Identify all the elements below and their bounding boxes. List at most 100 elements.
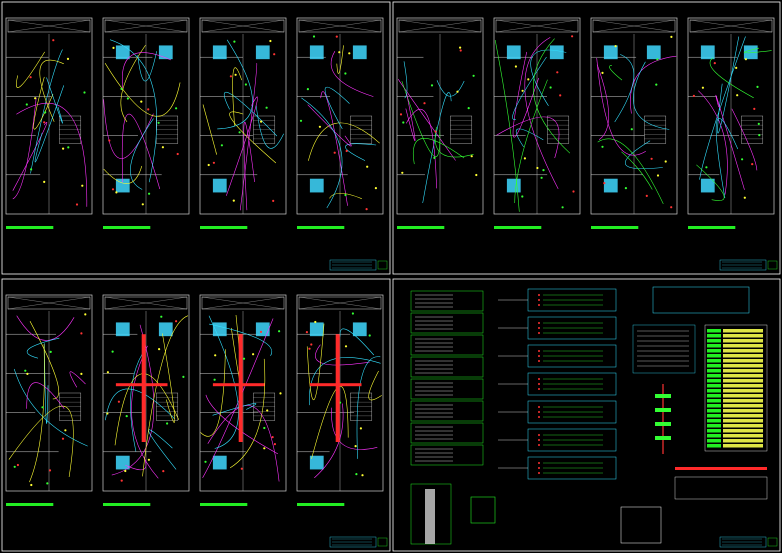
room-fill	[603, 178, 618, 193]
fixture-icon	[401, 171, 404, 174]
breaker-icon	[538, 383, 540, 385]
breaker-icon	[538, 350, 540, 352]
fixture-icon	[140, 100, 143, 103]
fixture-icon	[335, 35, 338, 38]
fixture-icon	[366, 165, 369, 168]
fixture-icon	[572, 190, 575, 193]
breaker-icon	[538, 322, 540, 324]
circuit-run	[368, 370, 382, 401]
floor-plan-1	[396, 17, 484, 229]
circuit-run	[13, 368, 88, 447]
notes-block	[632, 324, 696, 374]
x-box-icon	[298, 296, 382, 310]
feeder-trunk	[141, 334, 146, 442]
fixture-icon	[753, 107, 756, 110]
ground-element	[655, 408, 671, 412]
floor-plan-4	[296, 294, 384, 506]
legend-symbol	[707, 364, 721, 368]
circuit-run	[130, 118, 154, 190]
floor-plan-2	[493, 17, 581, 229]
x-box-diagonal	[689, 19, 773, 33]
room-fill	[309, 322, 324, 337]
fixture-icon	[29, 76, 32, 79]
fixture-icon	[158, 348, 161, 351]
fixture-icon	[523, 157, 527, 160]
circuit-run	[329, 192, 362, 199]
legend-description	[723, 409, 763, 413]
breaker-icon	[538, 327, 540, 329]
circuit-run	[345, 143, 377, 161]
legend-description	[723, 359, 763, 363]
x-box-icon	[7, 19, 91, 33]
floor-plan-3	[199, 17, 287, 229]
sheet-border	[392, 1, 781, 275]
circuit-run	[104, 63, 181, 117]
circuit-run	[533, 38, 571, 154]
room-fill	[743, 45, 758, 60]
sheet-border	[392, 278, 781, 552]
fixture-icon	[559, 94, 562, 97]
fixture-icon	[34, 97, 37, 100]
breaker-icon	[538, 355, 540, 357]
breaker-icon	[538, 439, 540, 441]
fixture-icon	[756, 85, 759, 88]
fixture-icon	[314, 320, 317, 324]
panel-schedule-block	[410, 378, 484, 400]
circuit-run	[229, 358, 266, 469]
fixture-icon	[365, 208, 368, 211]
circuit-run	[200, 349, 226, 437]
plan-label-bar	[6, 226, 54, 229]
fixture-icon	[713, 62, 716, 65]
circuit-run	[12, 97, 37, 200]
fixture-icon	[162, 470, 165, 473]
floor-plan-2	[102, 17, 190, 229]
fixture-icon	[361, 474, 364, 477]
legend-description	[723, 404, 763, 408]
circuit-run	[596, 64, 609, 141]
circuit-run	[34, 85, 65, 163]
fixture-icon	[601, 71, 604, 74]
sheet-border	[1, 278, 391, 552]
fixture-icon	[147, 458, 150, 461]
circuit-run	[405, 109, 437, 189]
panel-schedule-block	[410, 334, 484, 356]
fixture-icon	[81, 184, 84, 187]
fixture-icon	[124, 469, 127, 473]
plan-label-bar	[103, 503, 151, 506]
fixture-icon	[263, 447, 266, 450]
x-box-diagonal	[298, 296, 382, 310]
circuit-run	[621, 151, 653, 190]
fixture-icon	[80, 332, 83, 335]
fixture-icon	[459, 46, 462, 49]
legend-description	[723, 339, 763, 343]
circuit-run	[120, 45, 146, 123]
plan-label-bar	[200, 226, 248, 229]
fixture-icon	[240, 467, 243, 470]
circuit-run	[212, 403, 257, 416]
breaker-icon	[538, 294, 540, 296]
fixture-icon	[263, 426, 266, 430]
floor-plan-1	[5, 17, 93, 229]
breaker-icon	[538, 416, 540, 418]
circuit-run	[314, 403, 344, 479]
sheet-D	[392, 278, 781, 552]
legend-symbol	[707, 384, 721, 388]
circuit-run	[515, 128, 544, 148]
legend-symbol	[707, 439, 721, 443]
fixture-icon	[472, 74, 475, 77]
fixture-icon	[125, 415, 128, 418]
legend-symbol	[707, 374, 721, 378]
x-box-icon	[398, 19, 482, 33]
legend-description	[723, 394, 763, 398]
circuit-run	[614, 54, 635, 123]
fixture-icon	[354, 445, 357, 448]
meter-post	[425, 489, 435, 544]
fixture-icon	[220, 144, 223, 147]
x-box-diagonal	[592, 19, 676, 33]
fixture-icon	[232, 199, 235, 202]
room-fill	[158, 322, 173, 337]
circuit-run	[512, 56, 547, 120]
fixture-icon	[299, 119, 303, 122]
breaker-icon	[538, 444, 540, 446]
fixture-icon	[344, 72, 347, 75]
